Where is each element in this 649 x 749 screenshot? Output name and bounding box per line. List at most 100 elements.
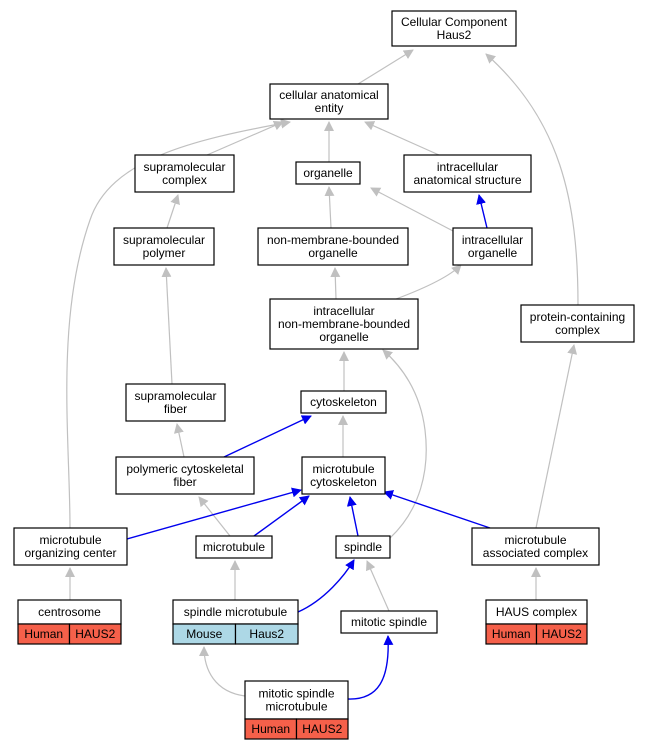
gene-cell — [234, 623, 299, 645]
node-box — [452, 227, 533, 266]
node-box — [391, 10, 517, 47]
gene-label: Haus2 — [249, 627, 284, 641]
node-label: complex — [162, 173, 207, 187]
node-box — [520, 304, 635, 343]
node-organelle[interactable]: organelle — [295, 161, 361, 185]
edge-msmt-to-spindlemt — [199, 646, 246, 697]
node-cyto[interactable]: cytoskeleton — [300, 390, 387, 414]
node-label: complex — [555, 323, 600, 337]
edge-mtoc-to-cae — [66, 118, 291, 529]
node-spindle[interactable]: spindle — [335, 535, 391, 559]
node-box — [113, 227, 215, 266]
node-label: supramolecular — [123, 233, 205, 247]
edge-msmt-to-mitspindle — [347, 635, 394, 700]
gene-cell — [295, 718, 349, 740]
edge-spindle-to-inmbo — [382, 349, 427, 539]
node-label: anatomical structure — [413, 173, 521, 187]
node-box — [269, 298, 419, 350]
edge-mtoc-to-mtcyto — [126, 487, 302, 540]
edge-pcf-to-cyto — [223, 415, 312, 458]
node-label: intracellular — [313, 304, 374, 318]
node-label: polymeric cytoskeletal — [126, 462, 243, 476]
species-label: Human — [251, 722, 290, 736]
node-mitspindle[interactable]: mitotic spindle — [340, 610, 438, 634]
edge-inmbo-to-nmbo — [330, 267, 341, 300]
node-box — [125, 383, 226, 422]
node-label: fiber — [164, 402, 187, 416]
edge-intorg-to-organelle — [370, 187, 454, 232]
edge-mt-to-mtcyto — [253, 495, 310, 537]
node-label: cytoskeleton — [310, 475, 377, 489]
species-label: Human — [492, 627, 531, 641]
node-label: microtubule — [312, 462, 374, 476]
node-label: cellular anatomical — [279, 88, 378, 102]
gene-cell — [535, 623, 588, 645]
node-box — [295, 161, 361, 185]
node-box — [172, 599, 299, 625]
node-label: non-membrane-bounded — [267, 233, 399, 247]
edge-mac-to-mtcyto — [383, 490, 491, 529]
edge-pcc-to-root — [485, 53, 579, 306]
node-box — [300, 390, 387, 414]
edge-spindlemt-to-spindle — [297, 559, 355, 613]
gene-label: HAUS2 — [75, 627, 115, 641]
node-box — [257, 227, 409, 266]
edge-cae-to-root — [357, 49, 414, 85]
edge-mac-to-pcc — [535, 344, 578, 529]
node-label: intracellular — [462, 233, 523, 247]
edges — [65, 49, 579, 700]
edge-mitspindle-to-spindle — [366, 560, 390, 612]
node-label: cytoskeleton — [310, 395, 377, 409]
edge-supfiber-to-suppolymer — [161, 267, 173, 385]
edge-supcomplex-to-cae — [206, 120, 284, 156]
edge-pcf-to-supfiber — [173, 423, 185, 458]
node-label: mitotic spindle — [351, 615, 427, 629]
node-inmbo[interactable]: intracellularnon-membrane-boundedorganel… — [269, 298, 419, 350]
edge-inmbo-to-intorg — [395, 264, 462, 300]
node-label: organelle — [308, 246, 358, 260]
node-label: microtubule — [504, 533, 566, 547]
node-label: centrosome — [38, 605, 101, 619]
node-box — [340, 610, 438, 634]
gene-label: HAUS2 — [302, 722, 342, 736]
species-label: Human — [24, 627, 63, 641]
gene-cell — [68, 623, 122, 645]
node-box — [269, 83, 389, 120]
node-box — [403, 154, 532, 193]
node-label: organizing center — [24, 546, 116, 560]
node-box — [134, 154, 235, 193]
node-mt[interactable]: microtubule — [195, 535, 273, 559]
node-label: microtubule — [203, 540, 265, 554]
edge-nmbo-to-organelle — [324, 186, 335, 229]
node-label: mitotic spindle — [258, 687, 334, 701]
node-label: associated complex — [483, 546, 588, 560]
node-box — [471, 527, 600, 566]
species-label: Mouse — [186, 627, 222, 641]
node-box — [115, 456, 255, 495]
node-box — [301, 456, 386, 495]
node-box — [195, 535, 273, 559]
node-label: entity — [315, 101, 344, 115]
node-label: protein-containing — [530, 310, 625, 324]
node-label: non-membrane-bounded — [278, 317, 410, 331]
gene-label: HAUS2 — [542, 627, 582, 641]
node-label: organelle — [319, 330, 369, 344]
